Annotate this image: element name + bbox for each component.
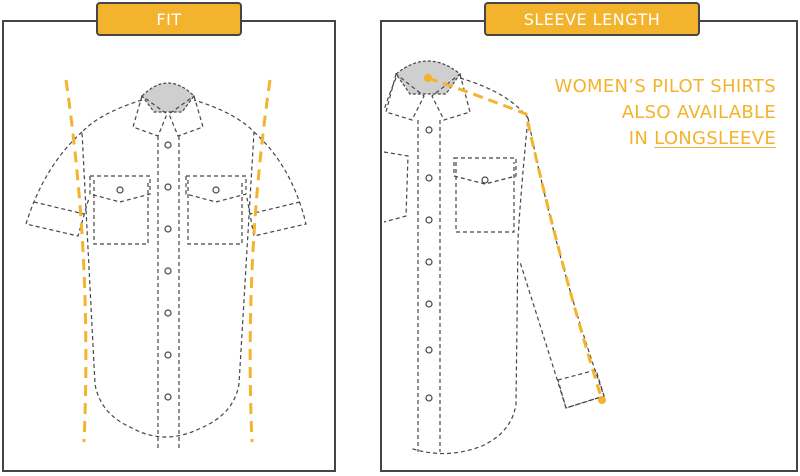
sleeve-guide-start-dot: [424, 74, 432, 82]
left-pocket-flap: [89, 175, 151, 203]
long-sleeve-buttons: [425, 126, 489, 402]
collar-right: [168, 95, 204, 137]
fit-guide-right: [248, 79, 272, 443]
left-pocket: [93, 180, 149, 245]
long-shirt-left-edge: [383, 77, 397, 111]
short-sleeve-shirt: [25, 82, 307, 450]
sleeve-guide-line: [427, 76, 604, 401]
longsleeve-availability-note: WOMEN’S PILOT SHIRTS ALSO AVAILABLE IN L…: [554, 74, 776, 152]
fit-tab: FIT: [96, 2, 242, 36]
right-sleeve: [246, 131, 307, 237]
note-line-2: ALSO AVAILABLE: [621, 102, 776, 123]
collar-back: [141, 82, 195, 113]
shirt-body-outline: [81, 99, 255, 438]
fit-guide-left: [64, 79, 88, 443]
long-sleeve-cuff: [557, 369, 605, 409]
short-sleeve-buttons: [116, 141, 220, 401]
long-shirt-body-outline: [409, 77, 529, 455]
note-line-1: WOMEN’S PILOT SHIRTS: [554, 76, 776, 97]
sleeve-length-panel: [380, 20, 798, 472]
sleeve-length-guide: [424, 74, 606, 404]
placket: [157, 136, 180, 450]
placket-long: [417, 120, 441, 452]
right-pocket-flap: [185, 175, 247, 203]
longsleeve-link[interactable]: LONGSLEEVE: [654, 128, 776, 149]
note-line-3: IN LONGSLEEVE: [554, 126, 776, 152]
sleeve-length-tab-label: SLEEVE LENGTH: [523, 9, 661, 29]
sleeve-guide-end-dot: [598, 396, 606, 404]
fit-guide-lines: [64, 79, 272, 443]
collar-right-long: [431, 72, 471, 121]
left-sleeve: [25, 131, 90, 237]
left-sleeve-edge: [383, 151, 409, 223]
left-cuff: [33, 201, 85, 215]
fit-tab-label: FIT: [156, 9, 182, 29]
pocket-flap-long: [453, 157, 517, 185]
collar-left-long: [385, 72, 425, 121]
pocket-long: [455, 162, 515, 233]
right-cuff: [249, 201, 301, 215]
right-pocket: [187, 180, 243, 245]
note-line-3-prefix: IN: [628, 128, 655, 149]
sleeve-length-tab: SLEEVE LENGTH: [484, 2, 700, 36]
